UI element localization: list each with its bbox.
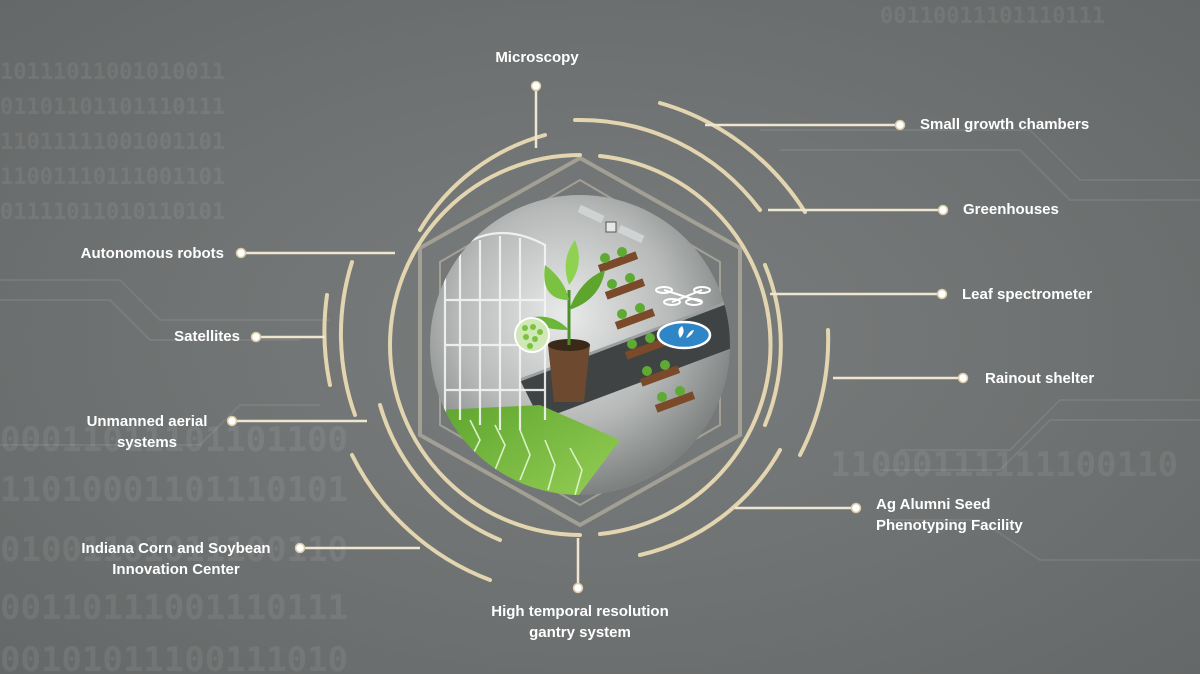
- binary-bg-line-8: 01001101011100110: [0, 530, 348, 570]
- ring-arcs: [322, 101, 831, 582]
- label-indiana-line-1: Indiana Corn and Soybean: [81, 540, 271, 557]
- label-small-growth-chambers: Small growth chambers: [920, 116, 1090, 133]
- binary-bg-line-12: 11000111111100110: [830, 445, 1178, 485]
- binary-bg-line-9: 00110111001110111: [0, 588, 348, 628]
- ring-outer-left-2: [338, 260, 357, 417]
- plant-rows: [597, 247, 696, 413]
- ring-mid-lower-right: [638, 448, 782, 557]
- ring-outer-right: [798, 328, 831, 457]
- binary-bg-line-10: 00101011100111010: [0, 640, 348, 674]
- label-gantry-line-2: gantry system: [529, 624, 631, 641]
- label-gantry-line-1: High temporal resolution: [491, 603, 669, 620]
- label-ag-alumni-seed: Ag Alumni Seed Phenotyping Facility: [876, 494, 1023, 536]
- binary-bg-line-4: 11001110111001101: [0, 165, 226, 190]
- drone-icon: [655, 286, 711, 306]
- ring-mid-right: [763, 263, 783, 427]
- label-leaf-spectrometer: Leaf spectrometer: [962, 286, 1093, 303]
- label-satellites: Satellites: [174, 328, 240, 345]
- ring-mid-upper-right: [573, 117, 762, 212]
- binary-bg-line-11: 00110011101110111: [880, 4, 1106, 29]
- central-illustration: [430, 195, 730, 495]
- label-unmanned-aerial-systems: Unmanned aerial systems: [72, 411, 222, 453]
- binary-bg-line-1: 10111011001010011: [0, 60, 226, 85]
- ring-outer-left: [322, 293, 332, 387]
- ring-inner-left: [388, 153, 582, 537]
- satellite-icon: [577, 204, 645, 244]
- leaf-spectrometer-icon: [656, 320, 712, 350]
- ring-outer-lower-left: [350, 453, 492, 582]
- label-gantry-system: High temporal resolution gantry system: [470, 601, 690, 643]
- connector-dots: [226, 80, 969, 594]
- binary-bg-line-5: 01111011010110101: [0, 200, 226, 225]
- ring-inner-right: [598, 154, 773, 536]
- ring-mid-lower-left: [378, 403, 502, 542]
- label-ag-alumni-line-2: Phenotyping Facility: [876, 517, 1023, 534]
- label-uas-line-1: Unmanned aerial: [86, 413, 208, 430]
- label-indiana-corn-soybean: Indiana Corn and Soybean Innovation Cent…: [60, 538, 292, 580]
- potted-plant: [528, 240, 605, 402]
- label-indiana-line-2: Innovation Center: [112, 561, 240, 578]
- label-ag-alumni-line-1: Ag Alumni Seed: [876, 496, 991, 513]
- ring-mid-upper-left: [418, 133, 547, 232]
- binary-bg-line-7: 11010001101110101: [0, 470, 348, 510]
- label-greenhouses: Greenhouses: [963, 201, 1059, 218]
- circuit-traces-bg: [0, 129, 1200, 561]
- microscopy-cell-icon: [514, 317, 550, 353]
- label-uas-line-2: systems: [116, 434, 178, 451]
- ring-outer-upper-right: [658, 101, 807, 214]
- label-rainout-shelter: Rainout shelter: [985, 370, 1095, 387]
- connectors: [232, 86, 963, 588]
- hexagon-frames: [418, 155, 742, 528]
- binary-bg-line-3: 11011111001001101: [0, 130, 226, 155]
- binary-bg-line-2: 01101101101110111: [0, 95, 226, 120]
- binary-bg-line-6: 00011011101101100: [0, 420, 348, 460]
- label-microscopy: Microscopy: [495, 49, 579, 66]
- label-autonomous-robots: Autonomous robots: [80, 245, 224, 262]
